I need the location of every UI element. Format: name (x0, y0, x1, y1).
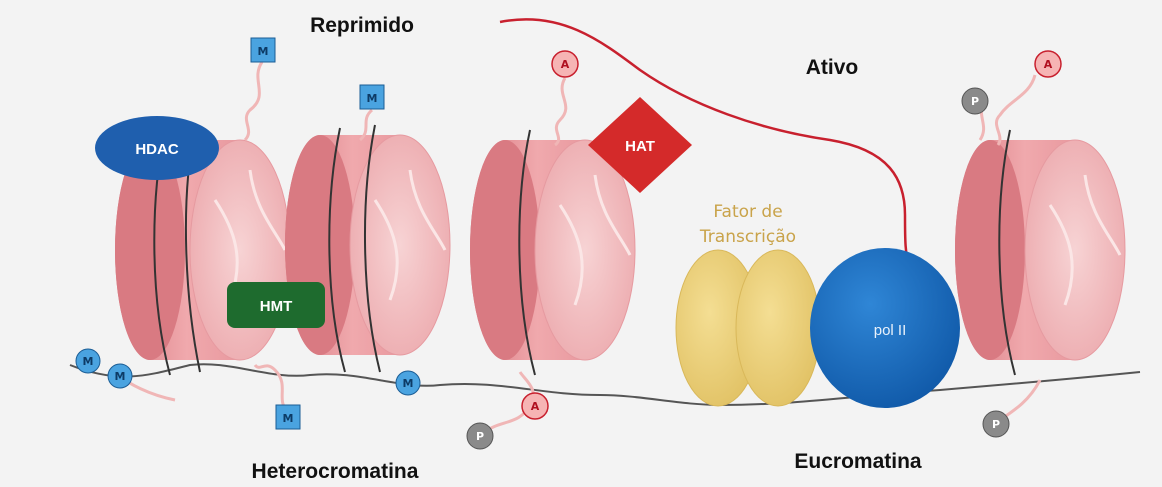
svg-text:A: A (531, 400, 540, 413)
methyl-mark-3: M (276, 405, 300, 429)
svg-text:A: A (1044, 58, 1053, 71)
svg-text:M: M (115, 370, 126, 383)
dna-strand (70, 364, 1140, 405)
acetyl-mark-2: A (522, 393, 548, 419)
transcription-factor: Fator de Transcrição (676, 202, 820, 406)
methyl-mark-circle-2: M (108, 364, 132, 388)
label-repressed: Reprimido (310, 14, 414, 37)
svg-text:M: M (83, 355, 94, 368)
hmt-label: HMT (260, 298, 293, 315)
svg-text:M: M (367, 92, 378, 105)
phospho-mark-2: P (962, 88, 988, 114)
methyl-mark-circle-1: M (76, 349, 100, 373)
svg-text:P: P (476, 430, 484, 443)
label-heterochromatin: Heterocromatina (252, 460, 419, 483)
nucleosome-2 (285, 125, 450, 372)
phospho-mark-3: P (983, 411, 1009, 437)
methyl-mark-2: M (360, 85, 384, 109)
pol2-enzyme: pol II (810, 248, 960, 408)
nucleosome-4 (955, 130, 1125, 375)
pol2-label: pol II (874, 322, 907, 339)
svg-text:P: P (992, 418, 1000, 431)
tf-label-line2: Transcrição (699, 227, 796, 247)
hat-label: HAT (625, 138, 655, 155)
phospho-mark-1: P (467, 423, 493, 449)
svg-text:M: M (283, 412, 294, 425)
svg-text:M: M (403, 377, 414, 390)
acetyl-mark-3: A (1035, 51, 1061, 77)
acetyl-mark-1: A (552, 51, 578, 77)
label-euchromatin: Eucromatina (794, 450, 922, 473)
nucleosome-3 (470, 130, 635, 375)
hdac-label: HDAC (135, 141, 178, 158)
methyl-mark-circle-3: M (396, 371, 420, 395)
hmt-enzyme: HMT (227, 282, 325, 328)
svg-text:M: M (258, 45, 269, 58)
methyl-mark-1: M (251, 38, 275, 62)
hdac-enzyme: HDAC (95, 116, 219, 180)
label-active: Ativo (806, 56, 859, 79)
svg-text:A: A (561, 58, 570, 71)
tf-label-line1: Fator de (713, 202, 782, 222)
svg-text:P: P (971, 95, 979, 108)
